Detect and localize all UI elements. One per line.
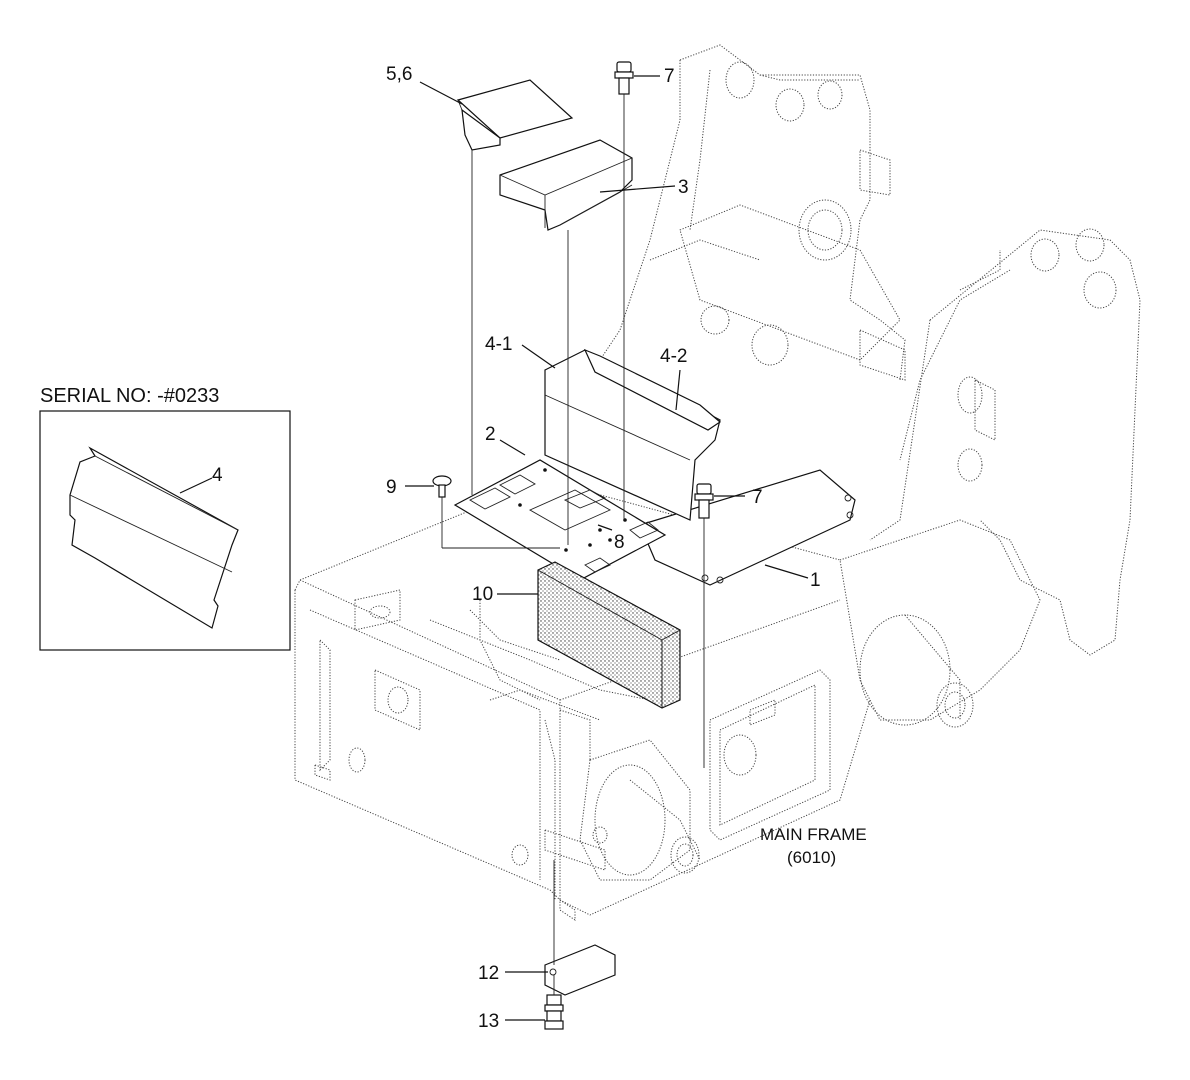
part-13-bolt [544, 994, 564, 1030]
part-5-6-bracket [456, 79, 574, 151]
serial-inset: SERIAL NO: -#0233 4 [39, 385, 291, 651]
main-frame-number: (6010) [787, 848, 836, 867]
main-frame-note: MAIN FRAME (6010) [760, 825, 867, 867]
inset-part-4-cover [69, 446, 239, 629]
inset-callout-4: 4 [212, 465, 223, 486]
callout-7-upper: 7 [664, 66, 675, 87]
main-frame [294, 44, 1141, 921]
callout-2: 2 [485, 424, 496, 445]
callout-13: 13 [478, 1011, 499, 1032]
part-2-base-plate [453, 459, 667, 581]
callout-4-1: 4-1 [485, 334, 512, 355]
callout-10: 10 [472, 584, 493, 605]
callout-12: 12 [478, 963, 499, 984]
assembly-guide-lines [441, 94, 705, 995]
inset-title: SERIAL NO: -#0233 [40, 385, 219, 407]
part-10-insulation-pad [537, 561, 681, 709]
callout-7-lower: 7 [752, 487, 763, 508]
part-7-bolt-upper [614, 61, 634, 95]
part-1-floor-plate [639, 469, 856, 586]
callout-4-2: 4-2 [660, 346, 687, 367]
callout-3: 3 [678, 177, 689, 198]
main-frame-label: MAIN FRAME [760, 825, 867, 844]
part-12-cover-plate [544, 944, 616, 996]
part-4-2-cover-flange [583, 348, 721, 431]
inset-frame [39, 410, 291, 651]
leader-lines [405, 75, 809, 1021]
part-9-pin [432, 475, 452, 498]
callout-5-6: 5,6 [386, 64, 412, 85]
callout-1: 1 [810, 570, 821, 591]
callout-labels: 5,6 7 3 4-1 4-2 2 9 7 8 1 10 12 13 [386, 64, 821, 1032]
callout-8: 8 [614, 532, 625, 553]
callout-9: 9 [386, 477, 397, 498]
part-3-channel-cover [499, 139, 633, 231]
